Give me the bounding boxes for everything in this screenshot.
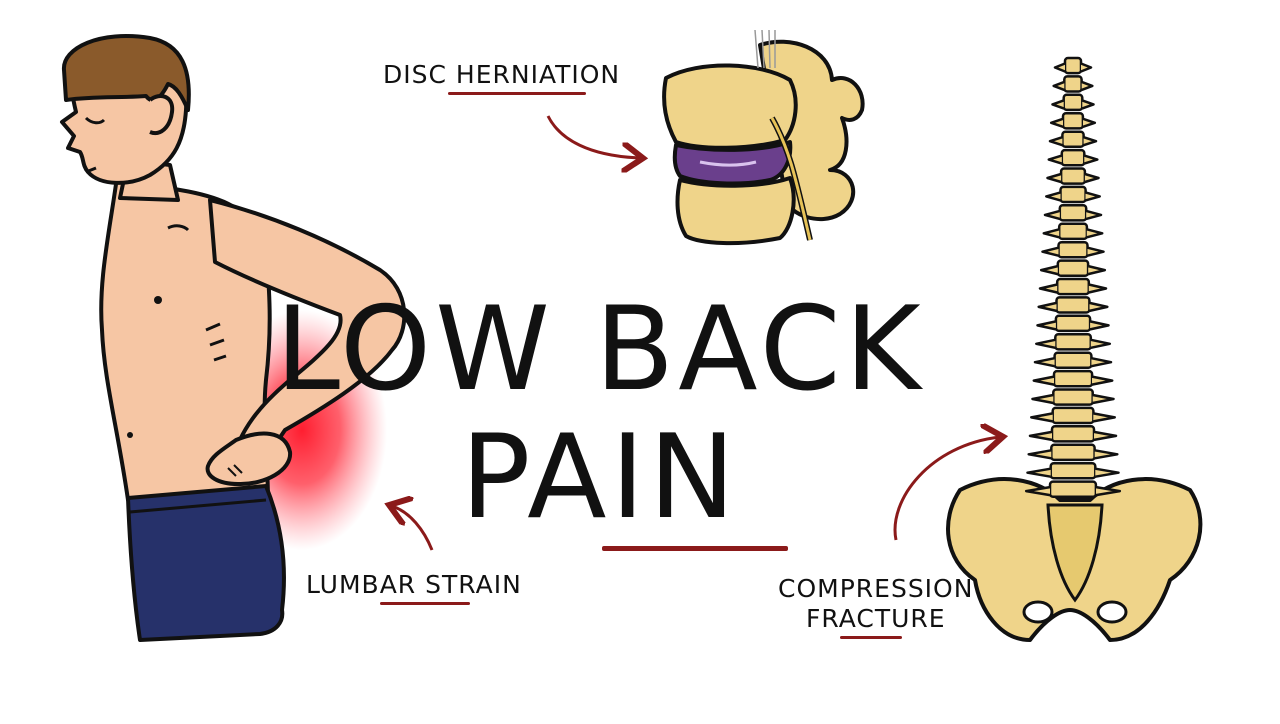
sacrum xyxy=(1046,503,1104,603)
vertebra-process xyxy=(1032,375,1114,386)
vertebra-process xyxy=(1046,172,1100,184)
hand xyxy=(205,431,293,487)
vertebra xyxy=(1060,148,1086,167)
arrow-lumbar xyxy=(392,506,434,551)
vertebra-process xyxy=(1043,209,1103,221)
nipple xyxy=(154,296,162,304)
label-lumbar-second: STRAIN xyxy=(425,570,522,599)
vertebra-process xyxy=(1037,301,1109,313)
vertebra-process xyxy=(1030,412,1116,423)
vertebra-process xyxy=(1052,80,1094,92)
label-lumbar-first: LUMBAR xyxy=(306,570,417,599)
label-compression-2: FRACTURE xyxy=(806,604,946,633)
vertebra-process xyxy=(1053,62,1093,73)
vertebra-process xyxy=(1026,467,1120,478)
vertebra-process xyxy=(1028,430,1118,442)
vertebra-disc-illustration xyxy=(662,29,865,246)
vertebra-process xyxy=(1035,338,1112,350)
vertebra-process xyxy=(1049,117,1097,128)
title-line-2: PAIN xyxy=(460,410,740,545)
label-disc-underline xyxy=(448,92,586,95)
label-lumbar: LUMBAR STRAIN xyxy=(306,572,522,597)
vertebra xyxy=(1061,112,1085,130)
arrow-disc xyxy=(546,115,640,158)
vertebra xyxy=(1063,56,1083,75)
vertebra xyxy=(1062,93,1084,112)
label-compression-underline xyxy=(840,636,902,639)
man-figure xyxy=(60,34,407,642)
label-compression-1: COMPRESSION xyxy=(778,574,974,603)
vertebra-process xyxy=(1048,136,1098,147)
title-line-1: LOW BACK xyxy=(275,282,925,417)
vertebra xyxy=(1057,240,1089,259)
vertebra-process xyxy=(1045,191,1101,202)
title-underline xyxy=(602,546,788,551)
eye xyxy=(84,116,106,125)
label-disc-herniation: HERNIATION xyxy=(455,60,621,89)
vertebra-process xyxy=(1047,154,1099,165)
vertebra-process xyxy=(1024,485,1122,497)
arm xyxy=(208,198,407,472)
vertebra xyxy=(1061,130,1085,149)
vertebra-process xyxy=(1051,99,1095,110)
label-disc: DISC HERNIATION xyxy=(383,62,620,87)
label-lumbar-underline xyxy=(380,602,470,605)
label-disc-prefix: DISC xyxy=(383,60,447,89)
arrow-compression xyxy=(893,437,1000,541)
vertebra-process xyxy=(1039,264,1107,276)
hair xyxy=(61,34,191,112)
vertebra-process xyxy=(1038,283,1108,294)
spine-pelvis-illustration xyxy=(946,56,1203,642)
vertebra-process xyxy=(1031,393,1115,405)
vertebra-process xyxy=(1027,449,1119,460)
vertebra-process xyxy=(1042,228,1104,239)
vertebra xyxy=(1059,167,1087,185)
vertebra-process xyxy=(1036,320,1110,331)
vertebra xyxy=(1057,222,1089,241)
vertebra xyxy=(1058,204,1088,222)
disc xyxy=(672,140,793,186)
vertebra-process xyxy=(1041,246,1105,257)
vertebra xyxy=(1056,259,1090,277)
vertebra-process xyxy=(1033,356,1113,368)
shorts xyxy=(126,484,286,642)
vertebra xyxy=(1059,185,1087,204)
vertebra xyxy=(1063,75,1083,93)
ear xyxy=(148,94,175,135)
